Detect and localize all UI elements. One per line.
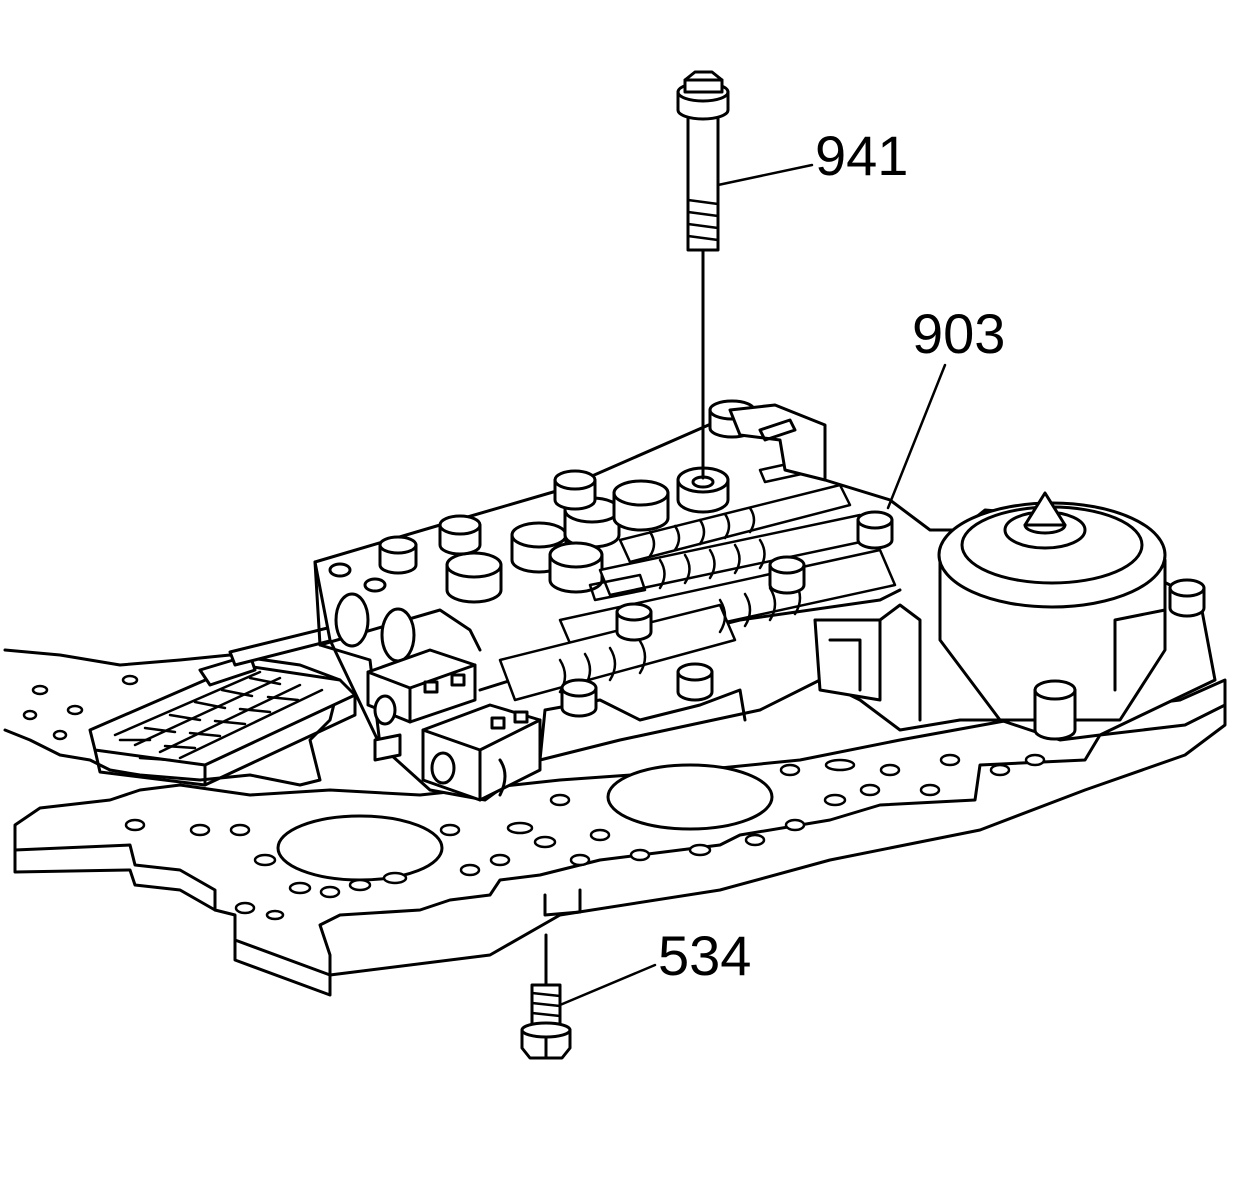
leader-903 — [888, 365, 945, 508]
valve-body-bolts — [562, 512, 1204, 739]
solenoid-lower — [423, 705, 540, 800]
bolt-534 — [522, 935, 570, 1058]
valve-caps — [380, 401, 754, 602]
callout-941: 941 — [815, 124, 909, 187]
solenoid-upper — [368, 650, 475, 760]
bolt-head — [562, 680, 596, 716]
callout-534: 534 — [658, 924, 752, 987]
bolt-head — [678, 664, 712, 700]
valve-body-connector-block — [730, 405, 825, 480]
leader-534 — [560, 965, 655, 1005]
leader-941 — [718, 165, 812, 185]
spacer-plate — [15, 680, 1225, 995]
bolt-head — [1170, 580, 1204, 616]
bolt-941 — [678, 72, 728, 478]
bolt-941-bore — [678, 468, 728, 512]
bolt-head — [770, 557, 804, 593]
bolt-head — [858, 512, 892, 548]
leader-lines — [560, 165, 945, 1005]
callout-903: 903 — [912, 302, 1006, 365]
accumulator-dome — [939, 493, 1165, 720]
bolt-head — [1035, 681, 1075, 739]
filter-screen-connector — [90, 655, 355, 785]
bolt-head — [617, 604, 651, 640]
